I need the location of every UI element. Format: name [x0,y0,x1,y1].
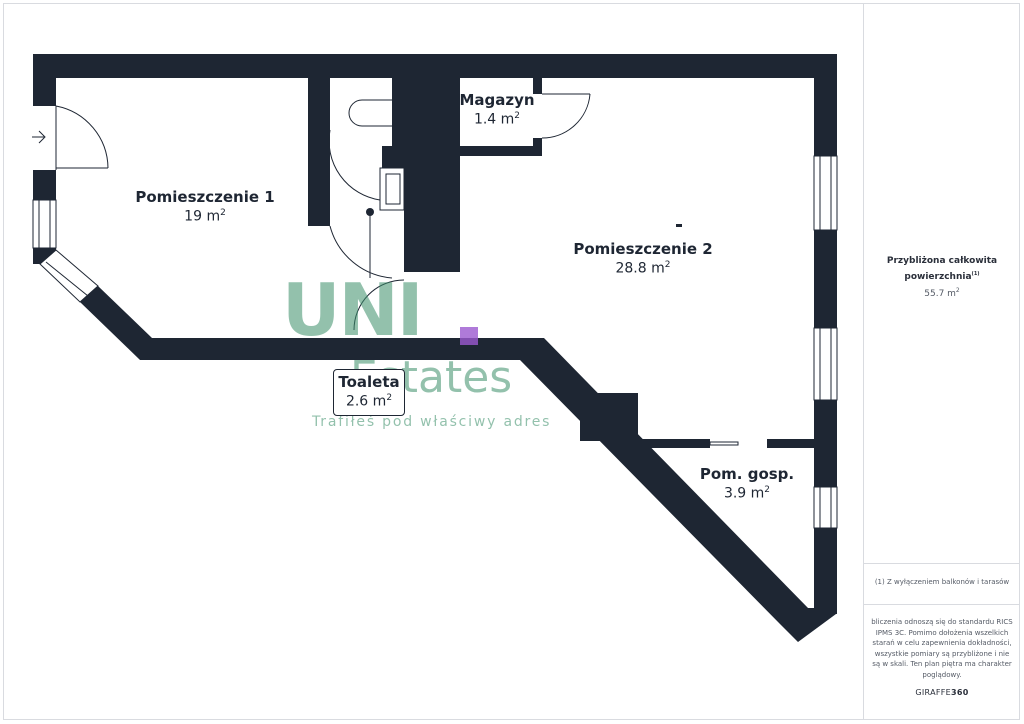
floor-plan [32,54,838,642]
toilet-icon [348,99,392,127]
room-2-marker [676,224,682,227]
wall-right-2 [814,230,837,328]
room-area: 1.4 m2 [473,111,521,128]
room-label-pom-gosp: Pom. gosp. 3.9 m2 [700,465,794,502]
footnote: (1) Z wyłączeniem balkonów i tarasów [874,578,1010,586]
footnote-divider-bottom [864,604,1020,605]
door-toilet-arc-1 [329,225,393,279]
wall-left-2 [33,170,56,200]
wall-right-3 [814,400,837,487]
window-right-2 [813,327,838,401]
wall-magazyn-bottom [460,146,542,156]
wall-toilet-stub [382,146,404,168]
room-area: 3.9 m2 [723,485,771,502]
room-area: 19 m2 [184,208,226,225]
wall-bottom [140,338,532,360]
room-name: Pomieszczenie 1 [135,188,275,206]
wall-gosp-1 [638,439,710,448]
watermark-tagline: Trafiłeś pod właściwy adres [312,414,552,430]
wall-chunk [580,393,638,441]
watermark-logo: UNI [282,268,424,352]
window-line [45,261,89,297]
wall-magazyn-side [533,78,542,94]
page-frame [3,3,1020,720]
room-name: Pom. gosp. [699,465,795,483]
room-label-pomieszczenie-2: Pomieszczenie 2 28.8 m2 [573,240,712,277]
room-label-magazyn: Magazyn 1.4 m2 [459,91,534,128]
window-left [32,199,57,249]
brand-logo: GIRAFFE360 [915,688,969,697]
door-gosp-sliding [709,441,739,446]
wall-left-1 [33,54,56,106]
wall-column [404,54,460,272]
watermark-dot [460,327,478,345]
total-area-value: 55.7 m2 [924,287,960,299]
sink-icon [379,167,405,211]
sidebar-divider [863,3,864,720]
door-handle-icon [366,208,374,216]
room-area: 28.8 m2 [615,260,671,277]
wall-magazyn-side-2 [533,138,542,156]
window-diagonal [39,249,99,303]
room-label-pomieszczenie-1: Pomieszczenie 1 19 m2 [135,188,274,225]
window-right-1 [813,155,838,231]
room-name: Pomieszczenie 2 [573,240,713,258]
window-right-3 [813,486,838,529]
room-label-toaleta: Toaleta 2.6 m2 [338,373,399,410]
wall-right-1 [814,54,837,156]
total-area-title: Przybliżona całkowita powierzchnia(1) [886,256,998,282]
wall-gosp-2 [767,439,817,448]
wall-right-4 [814,528,837,614]
wall-toilet-divider [392,78,404,146]
entrance-arrow-head [38,130,46,144]
door-wc-arc [328,129,381,201]
door-toilet-arc-2 [353,279,405,331]
disclaimer: bliczenia odnoszą się do standardu RICS … [871,618,1013,679]
sink-basin-icon [385,173,401,205]
footnote-divider-top [864,563,1020,564]
door-entrance-arc [55,105,109,169]
wall-diagonal-left [80,286,152,360]
wall-partition-1 [308,54,330,226]
room-name: Magazyn [459,91,535,109]
door-magazyn-arc [541,93,591,139]
room-area: 2.6 m2 [345,393,393,410]
room-name: Toaleta [338,373,400,391]
toilet-label-box [333,369,405,416]
